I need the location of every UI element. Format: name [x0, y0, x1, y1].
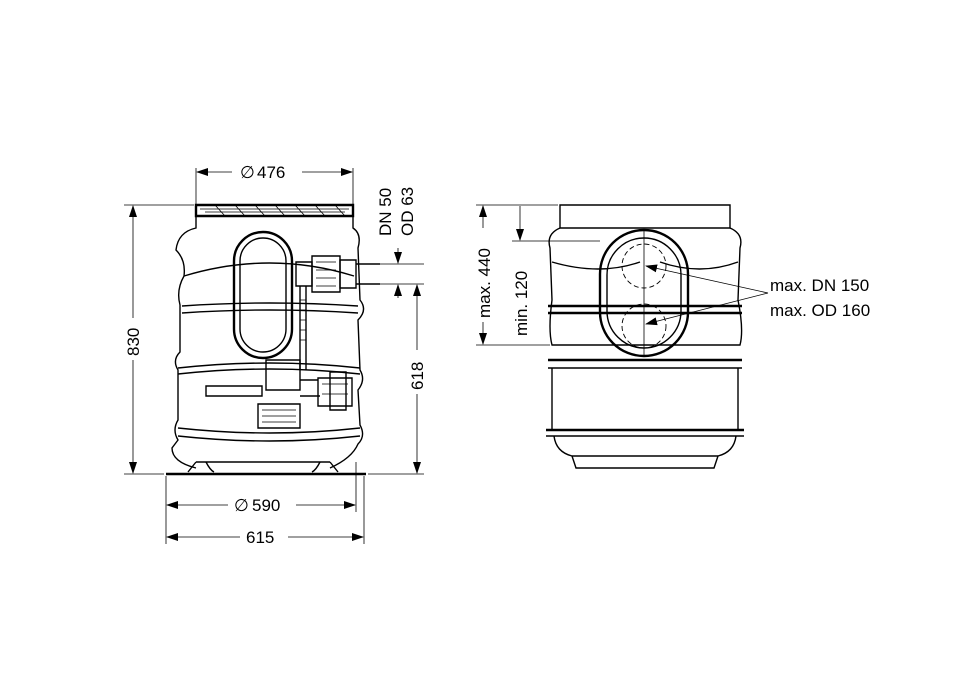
- side-view-tank: [546, 204, 744, 469]
- dim-top-diameter: 476: [257, 163, 285, 182]
- diameter-symbol-top: ∅: [240, 163, 255, 182]
- label-pipe-od: OD 63: [398, 187, 417, 236]
- front-view-tank: [166, 203, 380, 476]
- front-view-dimensions: ∅ 476 830 618 DN 50 OD 63 ∅ 590 615: [124, 163, 427, 547]
- label-side-dn: max. DN 150: [770, 276, 869, 295]
- label-side-od: max. OD 160: [770, 301, 870, 320]
- dim-max-inlet: max. 440: [475, 248, 494, 318]
- dim-inlet-height: 618: [408, 362, 427, 390]
- diameter-symbol-base: ∅: [234, 496, 249, 515]
- dim-total-height: 830: [124, 328, 143, 356]
- dim-min-inlet: min. 120: [512, 271, 531, 336]
- side-view-dimensions: max. 440 min. 120 max. DN 150 max. OD 16…: [475, 204, 870, 346]
- dim-overall-width: 615: [246, 528, 274, 547]
- label-pipe-dn: DN 50: [376, 188, 395, 236]
- dim-base-diameter: 590: [252, 496, 280, 515]
